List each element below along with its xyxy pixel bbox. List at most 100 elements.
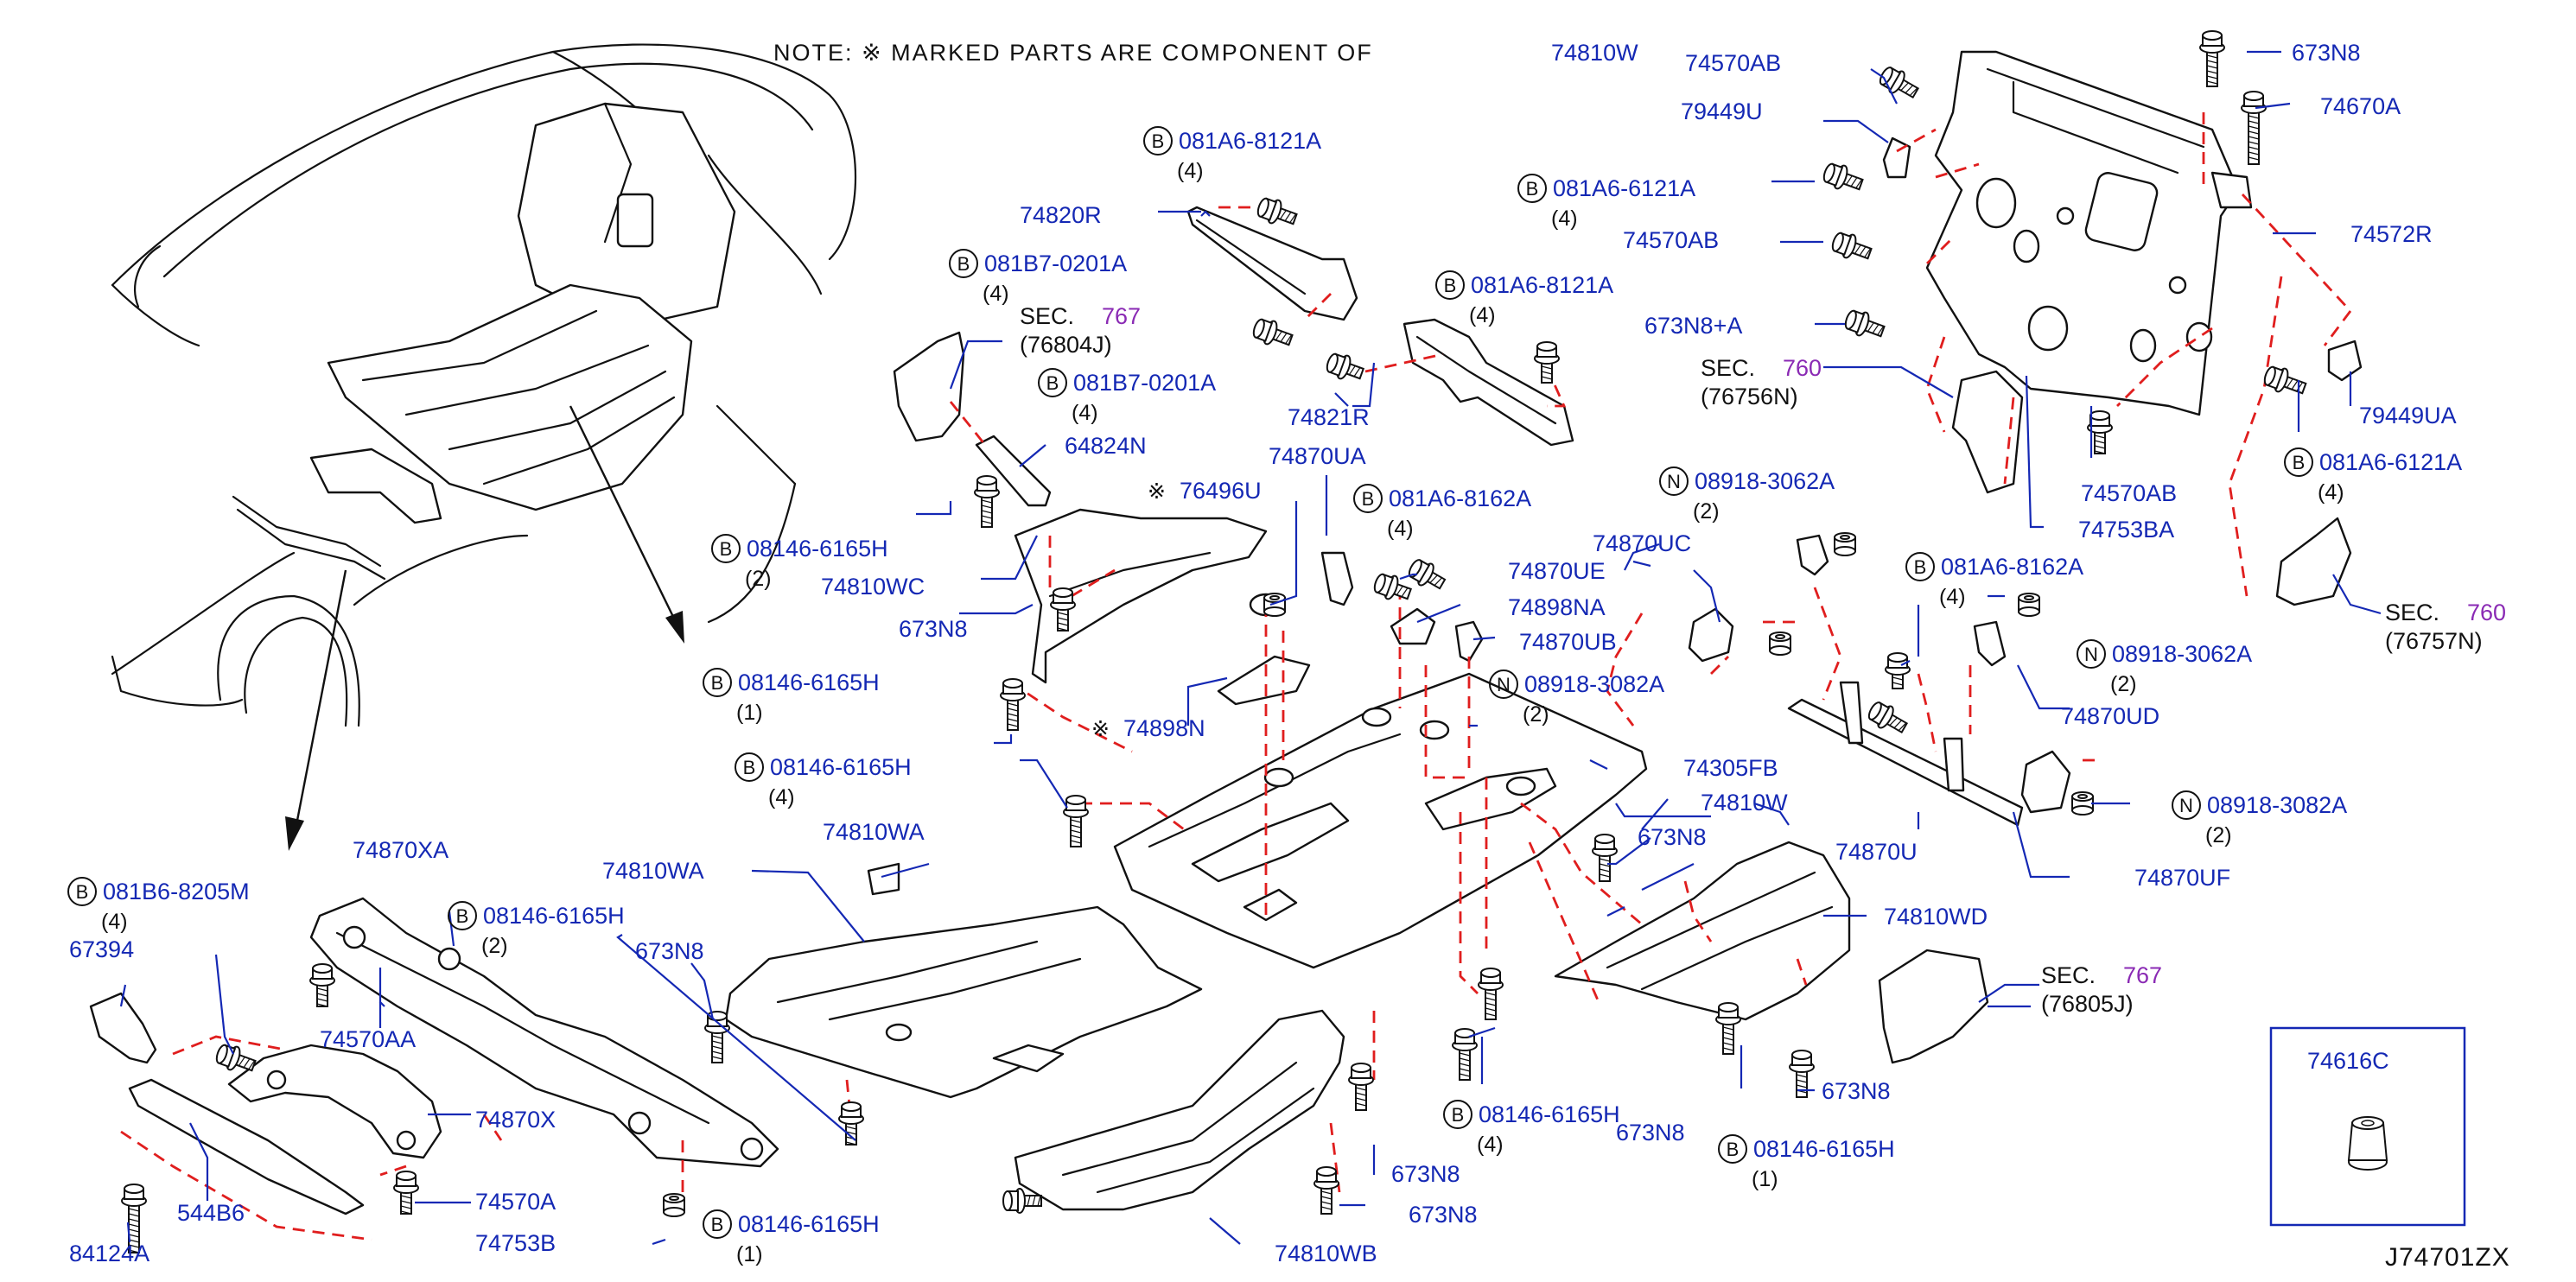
undercover-74810W <box>1113 672 1648 969</box>
bolt-icon <box>1256 197 1298 225</box>
label-l74898N: 74898N <box>1123 715 1205 741</box>
svg-text:B: B <box>720 538 733 560</box>
label-l673N8_f: 673N8 <box>1822 1078 1891 1104</box>
callout-circle-b: B <box>1143 126 1173 155</box>
label-l_sec767_b: SEC. <box>2041 962 2096 988</box>
bolt-icon <box>1326 352 1365 380</box>
svg-text:B: B <box>743 757 756 778</box>
svg-text:B: B <box>456 905 469 927</box>
label-l_sec760_a_num: 760 <box>1783 355 1822 381</box>
label-l76496U: 76496U <box>1180 478 1262 504</box>
label-l08918_3082A_b: 08918-3082A <box>2207 792 2347 818</box>
bracket-79449U-shape <box>1882 136 1911 179</box>
bolt-icon <box>1478 968 1504 1020</box>
label-l081B6_8205M: 081B6-8205M <box>103 879 250 904</box>
svg-text:B: B <box>1362 488 1375 510</box>
label-l08146_6165H_b: 08146-6165H <box>738 670 880 695</box>
leader-lines <box>119 50 2382 1246</box>
label-l67394: 67394 <box>69 936 134 962</box>
label-l081B7_0201A_b: 081B7-0201A <box>1073 370 1216 396</box>
bolt-icon <box>1885 652 1911 689</box>
brace-76757N <box>2275 517 2352 606</box>
label-l081B7_0201A_b_q: (4) <box>1072 401 1098 425</box>
bracket-76805J <box>1878 949 1989 1064</box>
callout-circle-b: B <box>1435 270 1465 300</box>
ref-mark: ※ <box>1091 717 1110 741</box>
svg-text:B: B <box>1914 556 1927 578</box>
label-l08146_6165H_c: 08146-6165H <box>770 754 912 780</box>
label-l081B6_8205M_q: (4) <box>101 910 128 934</box>
callout-circle-b: B <box>1718 1134 1747 1164</box>
nut-icon <box>663 1193 685 1217</box>
bracket-74870UA <box>1320 551 1354 606</box>
undercover-74810WA <box>724 905 1203 1099</box>
label-l_sec760_b_ref: (76757N) <box>2385 628 2483 654</box>
svg-text:N: N <box>1667 471 1681 492</box>
label-l08146_6165H_a_q: (2) <box>745 567 772 591</box>
label-l_sec760_a_ref: (76756N) <box>1701 384 1798 409</box>
label-l74810W_mid: 74810W <box>1701 790 1788 816</box>
bolt-icon <box>1050 587 1076 631</box>
label-l08146_6165H_a: 08146-6165H <box>747 536 888 562</box>
bolt-icon <box>1879 67 1920 99</box>
callout-circle-b: B <box>1443 1100 1472 1129</box>
undercover-74810WD <box>1554 841 1851 1021</box>
label-l081A6_8162A_b: 081A6-8162A <box>1941 554 2083 580</box>
bolt-icon <box>2087 410 2113 454</box>
svg-text:B: B <box>711 672 724 694</box>
label-l74810WA_b: 74810WA <box>602 858 704 884</box>
svg-text:B: B <box>1727 1139 1740 1160</box>
label-l74810WC: 74810WC <box>821 574 925 600</box>
undercover-74810WB <box>1014 1009 1345 1211</box>
nut-icon <box>1769 631 1791 656</box>
callout-circle-b: B <box>1353 484 1383 513</box>
label-l081A6_8121A_a: 081A6-8121A <box>1179 128 1321 154</box>
label-l74753B: 74753B <box>475 1230 556 1256</box>
brace-76756N <box>1951 370 2024 494</box>
label-l081A6_6121A_top_q: (4) <box>1551 206 1578 231</box>
label-l74821R: 74821R <box>1288 404 1370 430</box>
label-l74570AB_3: 74570AB <box>2081 480 2177 506</box>
nut-icon <box>2071 791 2094 816</box>
label-l74810WD: 74810WD <box>1884 904 1988 930</box>
label-l74572R: 74572R <box>2350 221 2433 247</box>
nut-74616C <box>2347 1116 2388 1171</box>
vehicle-outline <box>111 43 856 727</box>
bolt-icon <box>1313 1166 1339 1215</box>
label-l081A6_8121A_a_q: (4) <box>1177 159 1204 183</box>
label-l08146_6165H_d_q: (2) <box>481 934 508 958</box>
label-l673N8_e: 673N8 <box>1409 1202 1478 1228</box>
label-l08918_3082A_a_q: (2) <box>1523 702 1549 727</box>
label-l673N8_g: 673N8 <box>1616 1120 1685 1146</box>
svg-text:B: B <box>711 1214 724 1235</box>
label-l081A6_8162A_b_q: (4) <box>1939 585 1966 609</box>
svg-text:N: N <box>2179 795 2193 816</box>
callout-circle-b: B <box>703 1209 732 1239</box>
nut-icon <box>2018 593 2040 617</box>
label-l08146_6165H_e_q: (1) <box>736 1242 763 1266</box>
label-l74870X: 74870X <box>475 1107 556 1133</box>
bar-74870U <box>1787 681 2024 827</box>
label-l_sec760_a: SEC. <box>1701 355 1755 381</box>
label-l64824N: 64824N <box>1065 433 1147 459</box>
label-l74810WA_a: 74810WA <box>823 819 925 845</box>
label-l_sec767_a_num: 767 <box>1102 303 1141 329</box>
label-l08146_6165H_e: 08146-6165H <box>738 1211 880 1237</box>
label-l08146_6165H_b_q: (1) <box>736 701 763 725</box>
bolt-icon <box>1867 701 1909 734</box>
bolt-icon <box>974 475 1000 528</box>
nut-icon <box>1263 593 1286 617</box>
label-l081A6_8162A_a: 081A6-8162A <box>1389 486 1531 511</box>
label-l673N8_c: 673N8 <box>635 938 704 964</box>
bracket-74870UD <box>1973 620 2007 667</box>
bracket-79449UA-shape <box>2327 340 2363 382</box>
svg-text:N: N <box>2084 644 2098 665</box>
crossmember-74870X <box>227 1044 442 1159</box>
bracket-76804J <box>893 331 965 442</box>
callout-circle-n: N <box>2077 639 2106 669</box>
svg-text:B: B <box>957 253 970 275</box>
bolt-icon <box>2241 91 2267 165</box>
member-74821R <box>1402 318 1574 447</box>
label-l081A6_8162A_a_q: (4) <box>1387 517 1414 541</box>
